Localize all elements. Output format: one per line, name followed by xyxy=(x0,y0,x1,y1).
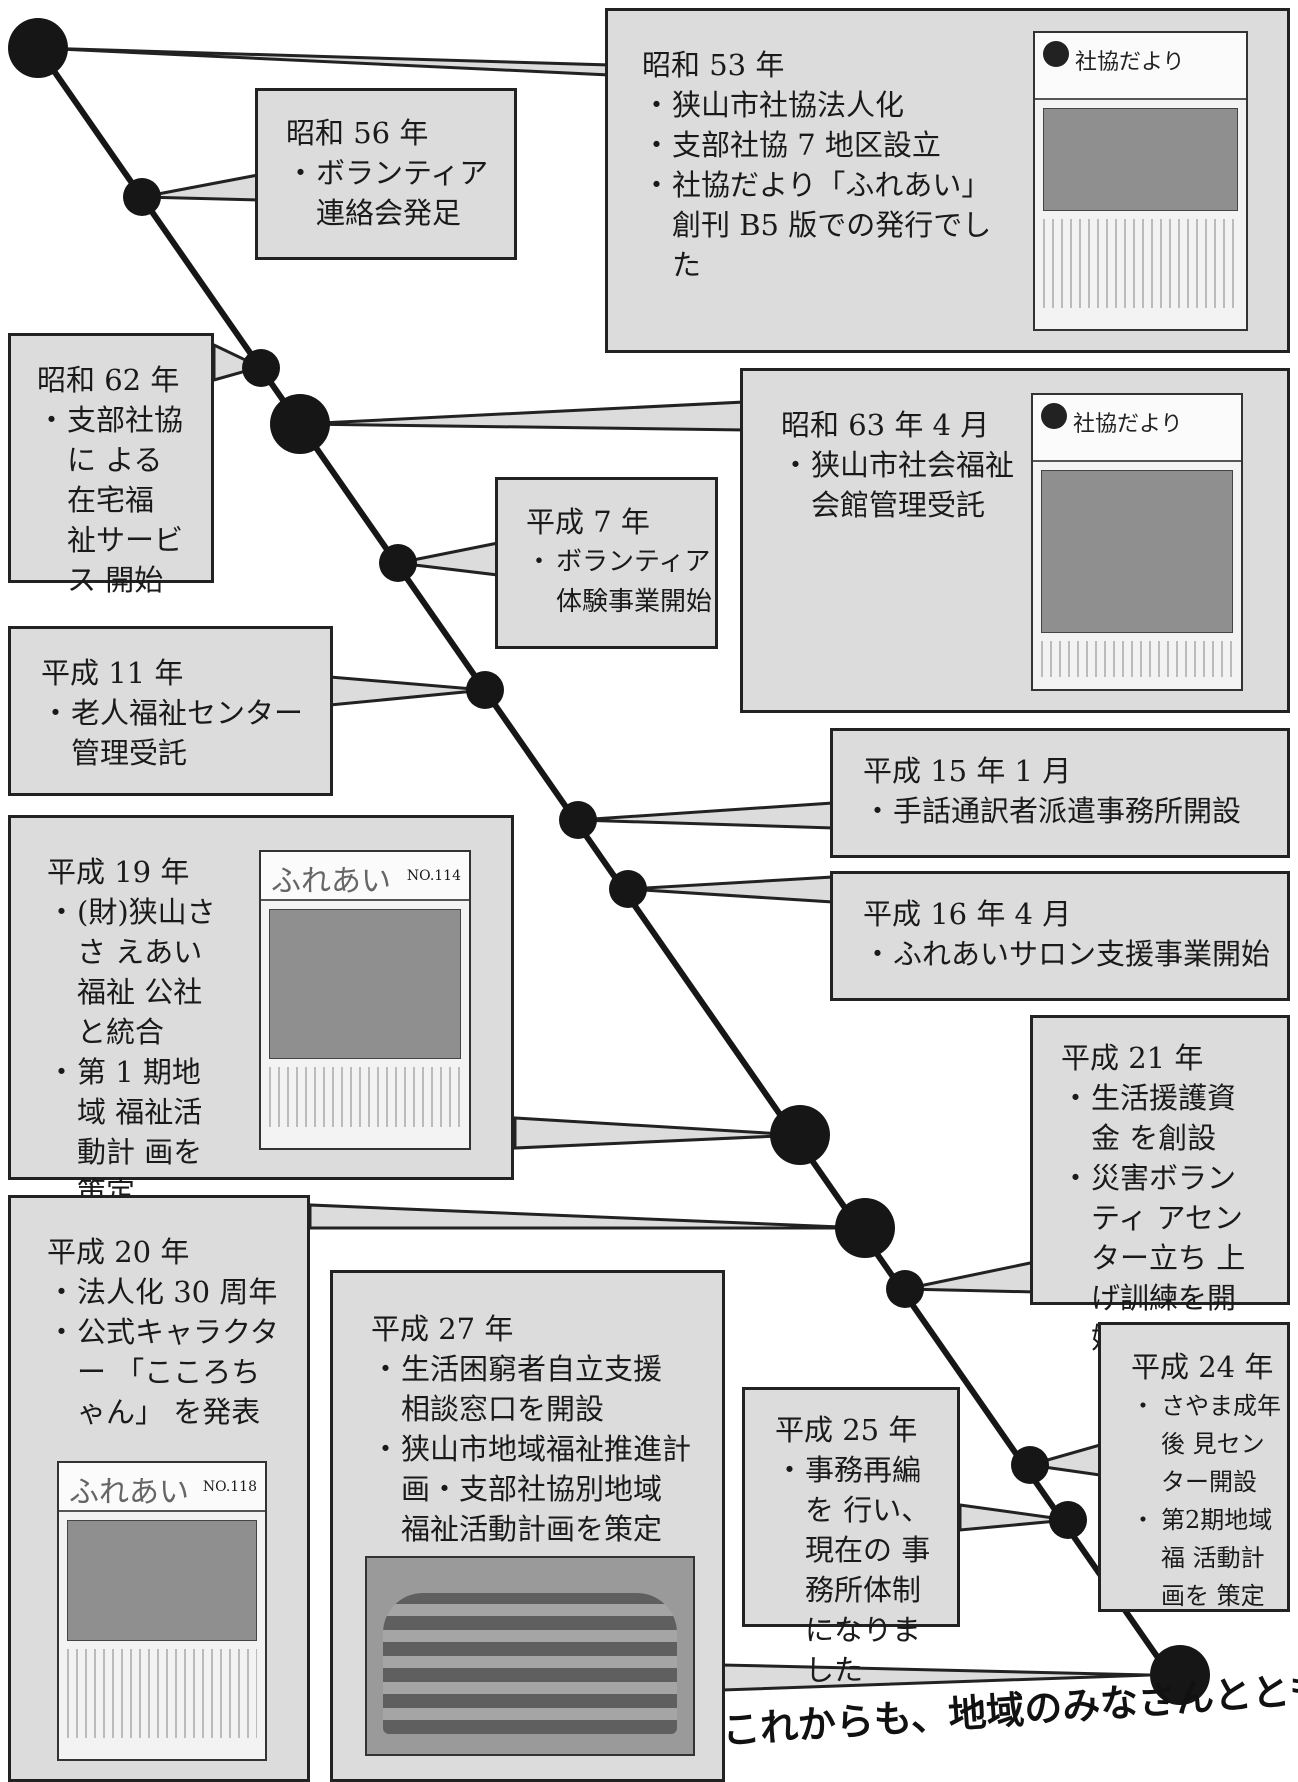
event-item: ボランティア 連絡会発足 xyxy=(286,153,506,233)
event-h21: 平成 21 年 生活援護資金 を創設 災害ボランティ アセンター立ち 上げ訓練を… xyxy=(1030,1015,1290,1355)
event-item: 生活困窮者自立支援 相談窓口を開設 xyxy=(371,1349,691,1429)
event-year: 平成 7 年 xyxy=(526,505,650,539)
event-item: 法人化 30 周年 xyxy=(47,1272,287,1312)
event-year: 平成 25 年 xyxy=(775,1413,918,1447)
event-s63: 昭和 63 年 4 月 狭山市社会福祉 会館管理受託 社協だより xyxy=(740,368,1290,713)
timeline-dot xyxy=(1049,1501,1087,1539)
event-year: 昭和 53 年 xyxy=(642,48,785,82)
timeline-dot xyxy=(886,1270,924,1308)
event-s56: 昭和 56 年 ボランティア 連絡会発足 xyxy=(255,88,517,260)
group-photo xyxy=(365,1556,695,1756)
event-year: 平成 16 年 4 月 xyxy=(863,897,1072,931)
event-year: 平成 11 年 xyxy=(41,656,184,690)
newsletter-masthead: 社協だより xyxy=(1075,50,1185,75)
event-s53: 昭和 53 年 狭山市社協法人化 支部社協 7 地区設立 社協だより「ふれあい」… xyxy=(605,8,1290,353)
event-year: 昭和 56 年 xyxy=(286,116,429,150)
timeline-dot xyxy=(609,870,647,908)
event-year: 平成 15 年 1 月 xyxy=(863,754,1072,788)
event-year: 平成 19 年 xyxy=(47,855,190,889)
event-item: さやま成年後 見センター開設 xyxy=(1131,1387,1281,1501)
timeline-dot xyxy=(466,671,504,709)
event-item: (財)狭山ささ えあい 福祉 公社と統合 xyxy=(47,892,217,1052)
newsletter-image: 社協だより xyxy=(1033,31,1248,331)
event-h25: 平成 25 年 事務再編を 行い、現在の 事務所体制 になりました xyxy=(742,1387,960,1687)
event-year: 昭和 63 年 4 月 xyxy=(781,408,990,442)
newsletter-image: ふれあい NO.118 xyxy=(57,1461,267,1761)
event-item: 社協だより「ふれあい」創刊 B5 版での発行でした xyxy=(642,165,1002,285)
event-item: 支部社協に よる在宅福 祉サービス 開始 xyxy=(37,400,187,600)
event-year: 平成 20 年 xyxy=(47,1235,190,1269)
timeline-dot xyxy=(559,801,597,839)
event-h19: 平成 19 年 (財)狭山ささ えあい 福祉 公社と統合 第 1 期地域 福祉活… xyxy=(8,815,514,1209)
event-item: 狭山市社協法人化 xyxy=(642,85,1002,125)
event-year: 平成 24 年 xyxy=(1131,1350,1274,1384)
event-item: 支部社協 7 地区設立 xyxy=(642,125,1002,165)
newsletter-title: ふれあい xyxy=(271,864,391,899)
newsletter-image: ふれあい NO.114 xyxy=(259,850,471,1150)
event-item: ふれあいサロン支援事業開始 xyxy=(863,934,1287,974)
timeline-dot xyxy=(379,544,417,582)
event-h15: 平成 15 年 1 月 手話通訳者派遣事務所開設 xyxy=(830,728,1290,858)
event-year: 平成 27 年 xyxy=(371,1312,514,1346)
event-h27: 平成 27 年 生活困窮者自立支援 相談窓口を開設 狭山市地域福祉推進計 画・支… xyxy=(330,1270,725,1782)
event-item: ボランティア 体験事業開始 xyxy=(526,542,716,622)
event-year: 昭和 62 年 xyxy=(37,363,180,397)
event-h20: 平成 20 年 法人化 30 周年 公式キャラクター 「こころちゃん」 を発表 … xyxy=(8,1195,310,1782)
event-item: 第2期地域福 活動計画を 策定 xyxy=(1131,1501,1281,1615)
event-item: 狭山市地域福祉推進計 画・支部社協別地域 福祉活動計画を策定 xyxy=(371,1429,691,1549)
event-h16: 平成 16 年 4 月 ふれあいサロン支援事業開始 xyxy=(830,871,1290,1001)
event-item: 老人福祉センター 管理受託 xyxy=(41,693,321,773)
event-item: 手話通訳者派遣事務所開設 xyxy=(863,791,1287,831)
event-item: 第 1 期地域 福祉活動計 画を策定 xyxy=(47,1052,217,1212)
event-h7: 平成 7 年 ボランティア 体験事業開始 xyxy=(495,477,718,649)
newsletter-title: ふれあい xyxy=(69,1475,189,1510)
event-item: 生活援護資金 を創設 xyxy=(1061,1078,1261,1158)
event-h11: 平成 11 年 老人福祉センター 管理受託 xyxy=(8,626,333,796)
newsletter-image: 社協だより xyxy=(1031,393,1243,691)
timeline-dot xyxy=(123,178,161,216)
timeline-dot-end xyxy=(1150,1645,1210,1705)
event-item: 事務再編を 行い、現在の 事務所体制 になりました xyxy=(775,1450,935,1690)
timeline-dot xyxy=(270,394,330,454)
timeline-dot xyxy=(835,1198,895,1258)
newsletter-number: NO.114 xyxy=(406,868,461,884)
event-item: 公式キャラクター 「こころちゃん」 を発表 xyxy=(47,1312,287,1432)
newsletter-number: NO.118 xyxy=(202,1479,257,1495)
timeline-dot xyxy=(770,1105,830,1165)
event-s62: 昭和 62 年 支部社協に よる在宅福 祉サービス 開始 xyxy=(8,333,214,597)
timeline-dot xyxy=(242,349,280,387)
newsletter-masthead: 社協だより xyxy=(1073,412,1183,437)
timeline-dot xyxy=(1011,1446,1049,1484)
timeline-dot-start xyxy=(8,18,68,78)
event-h24: 平成 24 年 さやま成年後 見センター開設 第2期地域福 活動計画を 策定 xyxy=(1098,1322,1290,1612)
event-year: 平成 21 年 xyxy=(1061,1041,1204,1075)
event-item: 狭山市社会福祉 会館管理受託 xyxy=(781,445,1021,525)
